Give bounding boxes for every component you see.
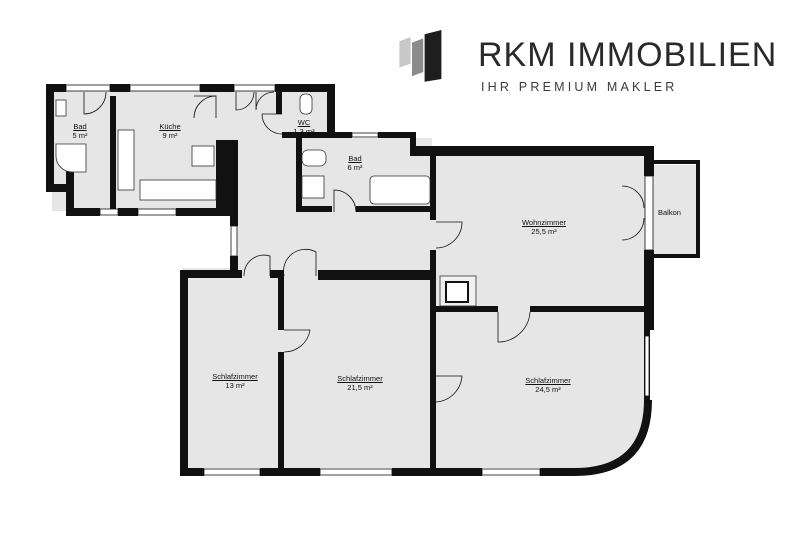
room-area: 6 m²: [347, 163, 363, 172]
brand-name: RKM IMMOBILIEN: [478, 36, 778, 74]
room-name: Wohnzimmer: [521, 218, 567, 227]
room-name: Schlafzimmer: [212, 372, 258, 381]
doors: [83, 91, 645, 403]
windows: [65, 84, 654, 476]
room-area: 25,5 m²: [531, 227, 557, 236]
kitchen-counter: [139, 179, 217, 201]
brand-tagline: IHR PREMIUM MAKLER: [481, 80, 678, 94]
brand-logo-icon: [399, 30, 442, 82]
room-name: Bad: [348, 154, 362, 163]
fireplace-icon: [445, 281, 469, 303]
room-name: Küche: [159, 122, 181, 131]
room-area: 21,5 m²: [347, 383, 373, 392]
room-area: 13 m²: [225, 381, 245, 390]
sink-icon: [55, 99, 67, 117]
fixtures: [55, 93, 477, 307]
counter: [117, 129, 135, 191]
toilet-icon: [301, 149, 327, 167]
room-area: 5 m²: [72, 131, 88, 140]
room-label-wc: WC 1,3 m²: [293, 118, 314, 136]
room-area: 9 m²: [162, 131, 178, 140]
toilet-icon: [299, 93, 313, 115]
walls: [46, 84, 700, 476]
room-label-schlafzimmer-3: Schlafzimmer 24,5 m²: [525, 376, 570, 394]
room-name: Schlafzimmer: [525, 376, 571, 385]
room-area: 24,5 m²: [535, 385, 561, 394]
floor-area: [52, 88, 696, 468]
room-label-wohnzimmer: Wohnzimmer 25,5 m²: [522, 218, 566, 236]
room-area: 1,3 m²: [293, 127, 315, 136]
sink-icon: [301, 175, 325, 199]
room-label-kueche: Küche 9 m²: [159, 122, 180, 140]
balcony-label: Balkon: [658, 208, 681, 217]
bathtub-icon: [369, 175, 431, 205]
room-label-schlafzimmer-2: Schlafzimmer 21,5 m²: [337, 374, 382, 392]
room-label-bad-1: Bad 5 m²: [73, 122, 88, 140]
room-label-bad-2: Bad 6 m²: [348, 154, 363, 172]
shower-icon: [55, 143, 87, 173]
room-name: Schlafzimmer: [337, 374, 383, 383]
room-label-schlafzimmer-1: Schlafzimmer 13 m²: [212, 372, 257, 390]
room-name: Bad: [73, 122, 87, 131]
room-name: WC: [297, 118, 311, 127]
